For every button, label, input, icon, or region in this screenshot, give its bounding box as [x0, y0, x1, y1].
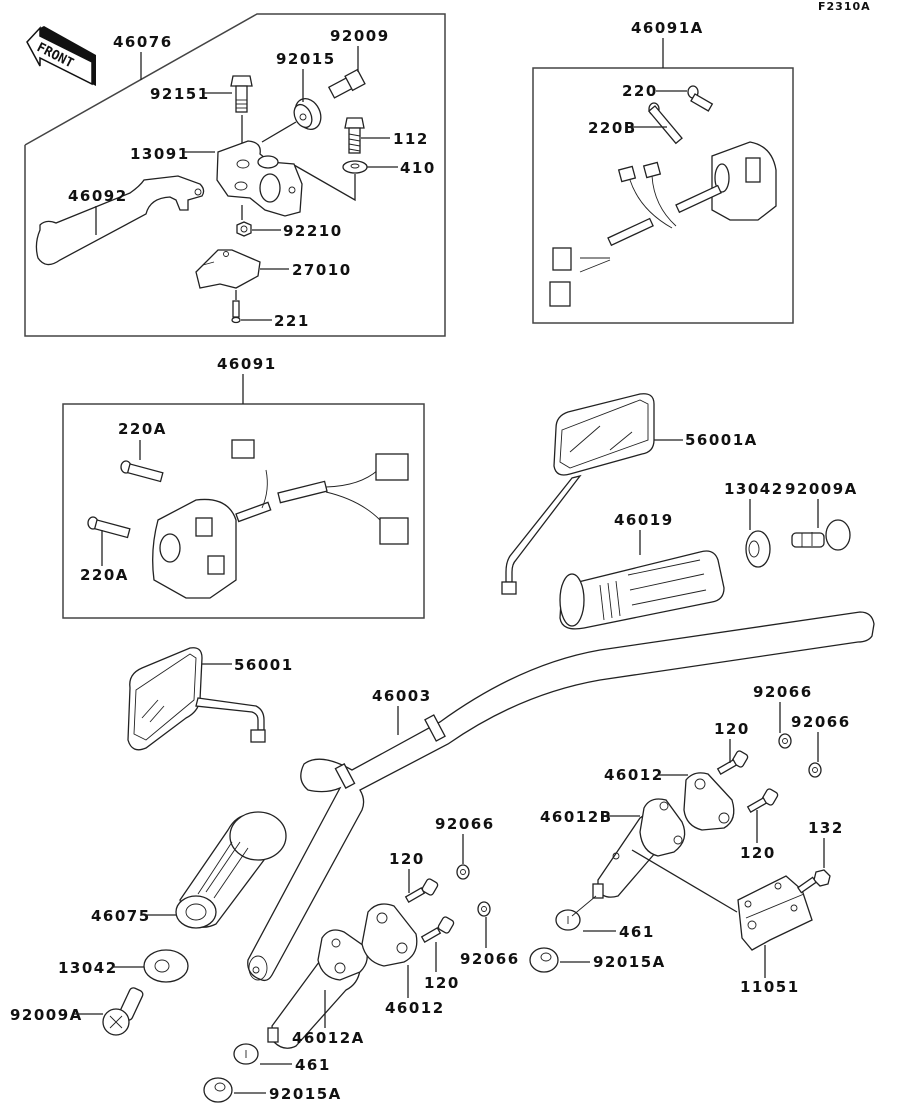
- part-120-bolt-d[interactable]: [420, 916, 455, 943]
- part-92015A-nut-right[interactable]: [529, 947, 559, 973]
- label-92009A-right[interactable]: 92009A: [785, 480, 858, 498]
- label-221[interactable]: 221: [274, 312, 310, 330]
- label-46012-right[interactable]: 46012: [604, 766, 664, 784]
- label-92066-a[interactable]: 92066: [753, 683, 813, 701]
- part-92009A-bolt-left[interactable]: [102, 987, 144, 1036]
- part-46075-left-grip[interactable]: [175, 811, 287, 929]
- label-56001[interactable]: 56001: [234, 656, 294, 674]
- part-56001A-mirror[interactable]: [501, 393, 655, 595]
- label-46091[interactable]: 46091: [217, 355, 277, 373]
- part-92066-washer-d[interactable]: [477, 901, 491, 917]
- group-46076: 46076 92151 92009 92015: [24, 13, 446, 337]
- part-46091-switch-housing[interactable]: [152, 439, 409, 599]
- part-11051-bracket[interactable]: [737, 875, 813, 951]
- part-46019-throttle-grip[interactable]: [559, 550, 725, 630]
- part-92066-washer-a[interactable]: [778, 733, 792, 749]
- part-120-bolt-b[interactable]: [746, 788, 779, 813]
- part-221-screw[interactable]: [231, 290, 241, 324]
- label-92066-c[interactable]: 92066: [435, 815, 495, 833]
- part-46012A-lower-riser[interactable]: [267, 929, 368, 1049]
- part-461-washer-right[interactable]: [555, 909, 581, 931]
- part-46012-upper-clamp-left[interactable]: [361, 903, 418, 967]
- group-46091A: 46091A 220 220B: [532, 19, 794, 324]
- label-46091A[interactable]: 46091A: [631, 19, 704, 37]
- label-132[interactable]: 132: [808, 819, 844, 837]
- label-46075[interactable]: 46075: [91, 907, 151, 925]
- group-46076-frame: [24, 13, 446, 337]
- label-56001A[interactable]: 56001A: [685, 431, 758, 449]
- part-120-bolt-a[interactable]: [716, 750, 749, 775]
- part-220A-screw-upper[interactable]: [120, 460, 164, 483]
- label-120-c[interactable]: 120: [389, 850, 425, 868]
- part-120-bolt-c[interactable]: [404, 878, 439, 903]
- part-56001-mirror[interactable]: [127, 647, 266, 751]
- label-120-b[interactable]: 120: [740, 844, 776, 862]
- part-92009-adjuster[interactable]: [327, 68, 366, 99]
- part-461-washer-left[interactable]: [233, 1043, 259, 1065]
- label-220[interactable]: 220: [622, 82, 658, 100]
- label-46012B[interactable]: 46012B: [540, 808, 613, 826]
- part-220-screw[interactable]: [687, 85, 714, 112]
- label-410[interactable]: 410: [400, 159, 436, 177]
- label-92015A-left[interactable]: 92015A: [269, 1085, 342, 1103]
- label-92015[interactable]: 92015: [276, 50, 336, 68]
- part-220A-screw-lower[interactable]: [87, 516, 131, 539]
- group-46091: 46091 220A 220A: [62, 355, 425, 619]
- part-132-bolt[interactable]: [797, 869, 831, 894]
- label-46012A[interactable]: 46012A: [292, 1029, 365, 1047]
- part-92151-bolt[interactable]: [230, 75, 253, 113]
- part-92210-nut[interactable]: [236, 221, 252, 237]
- label-120-d[interactable]: 120: [424, 974, 460, 992]
- label-92151[interactable]: 92151: [150, 85, 210, 103]
- label-27010[interactable]: 27010: [292, 261, 352, 279]
- part-46003-handlebar[interactable]: [247, 611, 875, 982]
- part-112-bolt[interactable]: [344, 117, 365, 154]
- part-220B-screw[interactable]: [647, 102, 683, 145]
- part-27010-switch[interactable]: [195, 249, 261, 289]
- part-13042-weight-right[interactable]: [745, 530, 771, 568]
- label-120-a[interactable]: 120: [714, 720, 750, 738]
- label-220A-upper[interactable]: 220A: [118, 420, 167, 438]
- part-46091A-switch-housing[interactable]: [549, 141, 777, 307]
- label-46092[interactable]: 46092: [68, 187, 128, 205]
- part-92066-washer-c[interactable]: [456, 864, 470, 880]
- label-92066-b[interactable]: 92066: [791, 713, 851, 731]
- label-13042-right[interactable]: 13042: [724, 480, 784, 498]
- label-46019[interactable]: 46019: [614, 511, 674, 529]
- label-461-right[interactable]: 461: [619, 923, 655, 941]
- label-46012-left[interactable]: 46012: [385, 999, 445, 1017]
- part-92015A-nut-left[interactable]: [203, 1077, 233, 1103]
- label-46003[interactable]: 46003: [372, 687, 432, 705]
- label-461-left[interactable]: 461: [295, 1056, 331, 1074]
- label-220A-lower[interactable]: 220A: [80, 566, 129, 584]
- front-arrow-icon: FRONT: [26, 26, 96, 86]
- label-13042-left[interactable]: 13042: [58, 959, 118, 977]
- label-92015A-right[interactable]: 92015A: [593, 953, 666, 971]
- label-92009A-left[interactable]: 92009A: [10, 1006, 83, 1024]
- part-410-washer[interactable]: [342, 160, 368, 174]
- label-112[interactable]: 112: [393, 130, 429, 148]
- part-92009A-bolt-right[interactable]: [791, 519, 851, 551]
- label-92210[interactable]: 92210: [283, 222, 343, 240]
- part-92066-washer-b[interactable]: [808, 762, 822, 778]
- part-46012B-lower-riser[interactable]: [592, 798, 686, 899]
- part-13091-bracket[interactable]: [216, 140, 303, 217]
- part-46012-upper-clamp-right[interactable]: [683, 772, 735, 831]
- label-13091[interactable]: 13091: [130, 145, 190, 163]
- part-13042-weight-left[interactable]: [143, 949, 189, 983]
- label-92009[interactable]: 92009: [330, 27, 390, 45]
- label-220B[interactable]: 220B: [588, 119, 637, 137]
- diagram-code: F2310A: [818, 0, 871, 13]
- label-11051[interactable]: 11051: [740, 978, 800, 996]
- label-92066-d[interactable]: 92066: [460, 950, 520, 968]
- part-92015-locknut[interactable]: [290, 94, 325, 133]
- part-46092-lever[interactable]: [35, 175, 205, 266]
- label-46076[interactable]: 46076: [113, 33, 173, 51]
